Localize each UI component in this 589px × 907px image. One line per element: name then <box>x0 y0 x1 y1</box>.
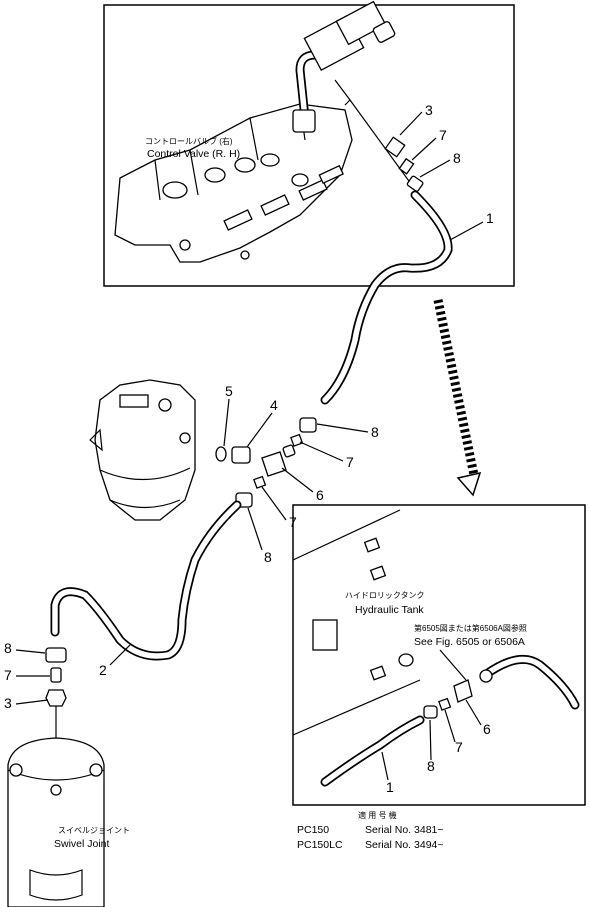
callout-8-mid-a: 8 <box>371 424 379 440</box>
callout-4-mid: 4 <box>270 397 278 413</box>
serial-heading: 適 用 号 機 <box>358 810 397 820</box>
valve-pipe-drawing <box>292 0 396 133</box>
swivel-joint-fittings <box>45 647 67 738</box>
callout-6-mid: 6 <box>316 487 324 503</box>
control-valve-label-jp: コントロールバルブ (右) <box>145 136 233 146</box>
middle-fittings <box>215 417 317 508</box>
swivel-joint-label-jp: スイベルジョイント <box>58 826 130 835</box>
callout-8-tank: 8 <box>427 758 435 774</box>
callout-7-left: 7 <box>4 667 12 683</box>
hydraulic-tank-drawing <box>292 509 580 787</box>
see-fig-label-jp: 第6505図または第6506A図参照 <box>414 623 527 633</box>
callout-3-top: 3 <box>425 102 433 118</box>
callout-7-top: 7 <box>439 127 447 143</box>
callout-2-left: 2 <box>99 662 107 678</box>
swivel-joint-drawing <box>7 737 105 907</box>
control-valve-drawing <box>114 103 353 263</box>
callout-3-left: 3 <box>4 695 12 711</box>
callout-7-tank: 7 <box>455 739 463 755</box>
control-valve-inset-frame <box>103 4 515 287</box>
hose-2-drawing <box>50 500 242 661</box>
callout-7-mid-a: 7 <box>346 454 354 470</box>
hydraulic-tank-label-en: Hydraulic Tank <box>355 604 424 616</box>
swivel-joint-label-en: Swivel Joint <box>54 838 110 850</box>
callout-5-mid: 5 <box>225 383 233 399</box>
callout-8-top: 8 <box>453 150 461 166</box>
serial-number-2: Serial No. 3494~ <box>365 839 444 851</box>
hydraulic-tank-inset-frame <box>292 504 586 806</box>
serial-model-2: PC150LC <box>297 839 343 851</box>
hose-1-drawing <box>320 190 453 405</box>
hydraulic-tank-label-jp: ハイドロリックタンク <box>345 591 425 600</box>
control-valve-label-en: Control Valve (R. H) <box>147 148 240 160</box>
flow-arrow <box>433 299 482 497</box>
callout-8-left: 8 <box>4 640 12 656</box>
serial-model-1: PC150 <box>297 824 329 836</box>
motor-drawing <box>89 379 196 521</box>
callout-6-tank: 6 <box>483 721 491 737</box>
callout-1-top: 1 <box>486 210 494 226</box>
serial-number-1: Serial No. 3481~ <box>365 824 444 836</box>
callout-8-mid-b: 8 <box>264 549 272 565</box>
callout-1-tank: 1 <box>386 779 394 795</box>
top-fittings <box>349 99 431 211</box>
see-fig-label-en: See Fig. 6505 or 6506A <box>414 636 525 648</box>
